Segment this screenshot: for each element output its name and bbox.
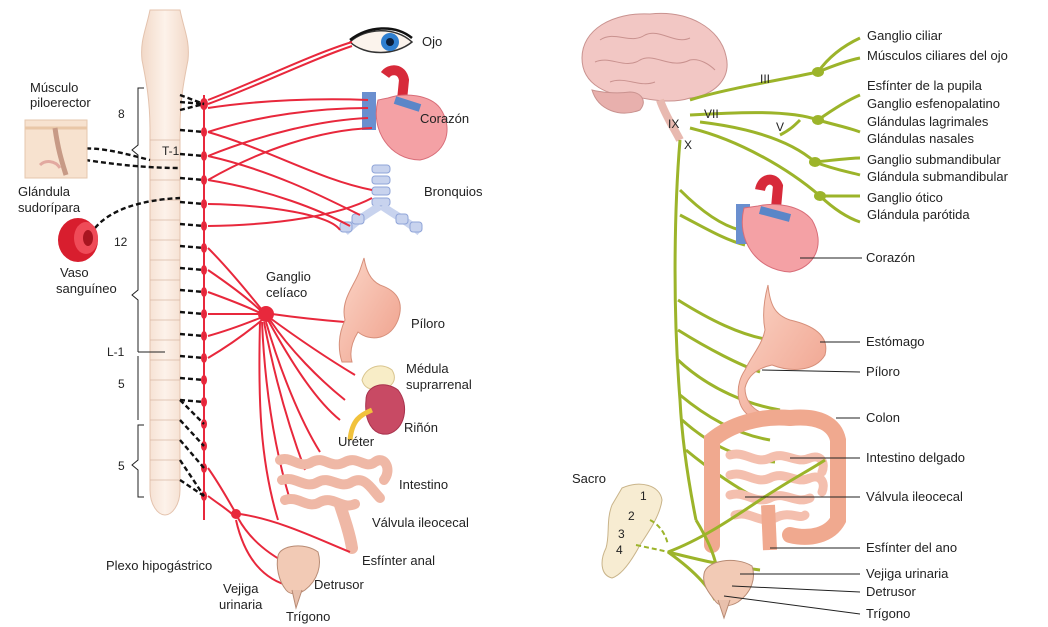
ganglio-ciliar-label: Ganglio ciliar xyxy=(867,28,943,43)
bronquios-label: Bronquios xyxy=(424,184,483,199)
vejiga-urinaria-left-label: Vejiga urinaria xyxy=(219,581,263,612)
piloro-left-label: Píloro xyxy=(411,316,445,331)
sacral-3: 3 xyxy=(618,527,625,541)
esfinter-ano-label: Esfínter del ano xyxy=(866,540,957,555)
nerve-v-label: V xyxy=(776,120,784,134)
sympathetic-panel: 8 T-1 12 L-1 5 5 xyxy=(18,10,483,624)
postganglionic-fibers-upper xyxy=(208,42,372,230)
sacral-1: 1 xyxy=(640,489,647,503)
plexo-hipogastrico-label: Plexo hipogástrico xyxy=(106,558,212,573)
esfinter-pupila-label: Esfínter de la pupila xyxy=(867,78,983,93)
nerve-vii-label: VII xyxy=(704,107,719,121)
rinon-label: Riñón xyxy=(404,420,438,435)
estomago-label: Estómago xyxy=(866,334,925,349)
spine-marker-8: 8 xyxy=(118,107,125,121)
vaso-sanguineo-label: Vaso sanguíneo xyxy=(56,265,117,296)
musculo-piloerector-label: Músculo piloerector xyxy=(30,80,91,110)
preganglionic-fibers xyxy=(180,95,204,496)
esfinter-anal-label: Esfínter anal xyxy=(362,553,435,568)
brain-icon xyxy=(582,13,727,140)
sacral-4: 4 xyxy=(616,543,623,557)
bladder-icon-right xyxy=(704,560,754,618)
bronchi-icon xyxy=(340,165,422,232)
glandula-submandibular-label: Glándula submandibular xyxy=(867,169,1009,184)
spine-marker-t1: T-1 xyxy=(162,144,180,158)
sacro-label: Sacro xyxy=(572,471,606,486)
eye-icon xyxy=(350,28,412,52)
nerve-ix-label: IX xyxy=(668,117,679,131)
intestino-label: Intestino xyxy=(399,477,448,492)
ureter-label: Uréter xyxy=(338,434,375,449)
trigono-right-label: Trígono xyxy=(866,606,910,621)
celiac-inputs xyxy=(208,248,262,358)
sacral-2: 2 xyxy=(628,509,635,523)
glandula-parotida-label: Glándula parótida xyxy=(867,207,970,222)
sacrum-icon xyxy=(602,484,662,578)
spine-marker-12: 12 xyxy=(114,235,128,249)
spine-marker-l1: L-1 xyxy=(107,345,125,359)
blood-vessel-icon xyxy=(58,218,98,262)
detrusor-left-label: Detrusor xyxy=(314,577,365,592)
glandulas-lagrimales-label: Glándulas lagrimales xyxy=(867,114,989,129)
piloro-right-label: Píloro xyxy=(866,364,900,379)
corazon-left-label: Corazón xyxy=(420,111,469,126)
stomach-icon xyxy=(339,258,400,362)
trigono-left-label: Trígono xyxy=(286,609,330,624)
adrenal-kidney-icon xyxy=(350,366,405,440)
intestino-delgado-label: Intestino delgado xyxy=(866,450,965,465)
spine-marker-5-sacral: 5 xyxy=(118,459,125,473)
spine-marker-5-lumbar: 5 xyxy=(118,377,125,391)
nerve-iii-label: III xyxy=(760,72,770,86)
spinal-cord xyxy=(142,10,189,515)
skin-illustration xyxy=(25,120,87,178)
hypogastric-plexus xyxy=(231,509,241,519)
glandula-sudoripara-label: Glándula sudorípara xyxy=(18,184,81,215)
colon-label: Colon xyxy=(866,410,900,425)
parasympathetic-panel: III VII V IX X xyxy=(572,13,1009,621)
glandulas-nasales-label: Glándulas nasales xyxy=(867,131,974,146)
cranial-ganglia xyxy=(809,67,826,201)
detrusor-right-label: Detrusor xyxy=(866,584,917,599)
intestine-icon xyxy=(280,459,387,548)
ganglio-submandibular-label: Ganglio submandibular xyxy=(867,152,1001,167)
corazon-right-label: Corazón xyxy=(866,250,915,265)
nerve-x-label: X xyxy=(684,138,692,152)
valvula-ileocecal-right-label: Válvula ileocecal xyxy=(866,489,963,504)
rectum-icon xyxy=(768,505,770,550)
ojo-label: Ojo xyxy=(422,34,442,49)
medula-suprarrenal-label: Médula suprarrenal xyxy=(406,361,472,392)
valvula-ileocecal-left-label: Válvula ileocecal xyxy=(372,515,469,530)
ganglio-esfenopalatino-label: Ganglio esfenopalatino xyxy=(867,96,1000,111)
ganglio-celiaco-label: Ganglio celíaco xyxy=(266,269,314,300)
musculos-ciliares-label: Músculos ciliares del ojo xyxy=(867,48,1008,63)
vejiga-urinaria-right-label: Vejiga urinaria xyxy=(866,566,949,581)
stomach-icon-right xyxy=(738,285,826,415)
ganglio-otico-label: Ganglio ótico xyxy=(867,190,943,205)
